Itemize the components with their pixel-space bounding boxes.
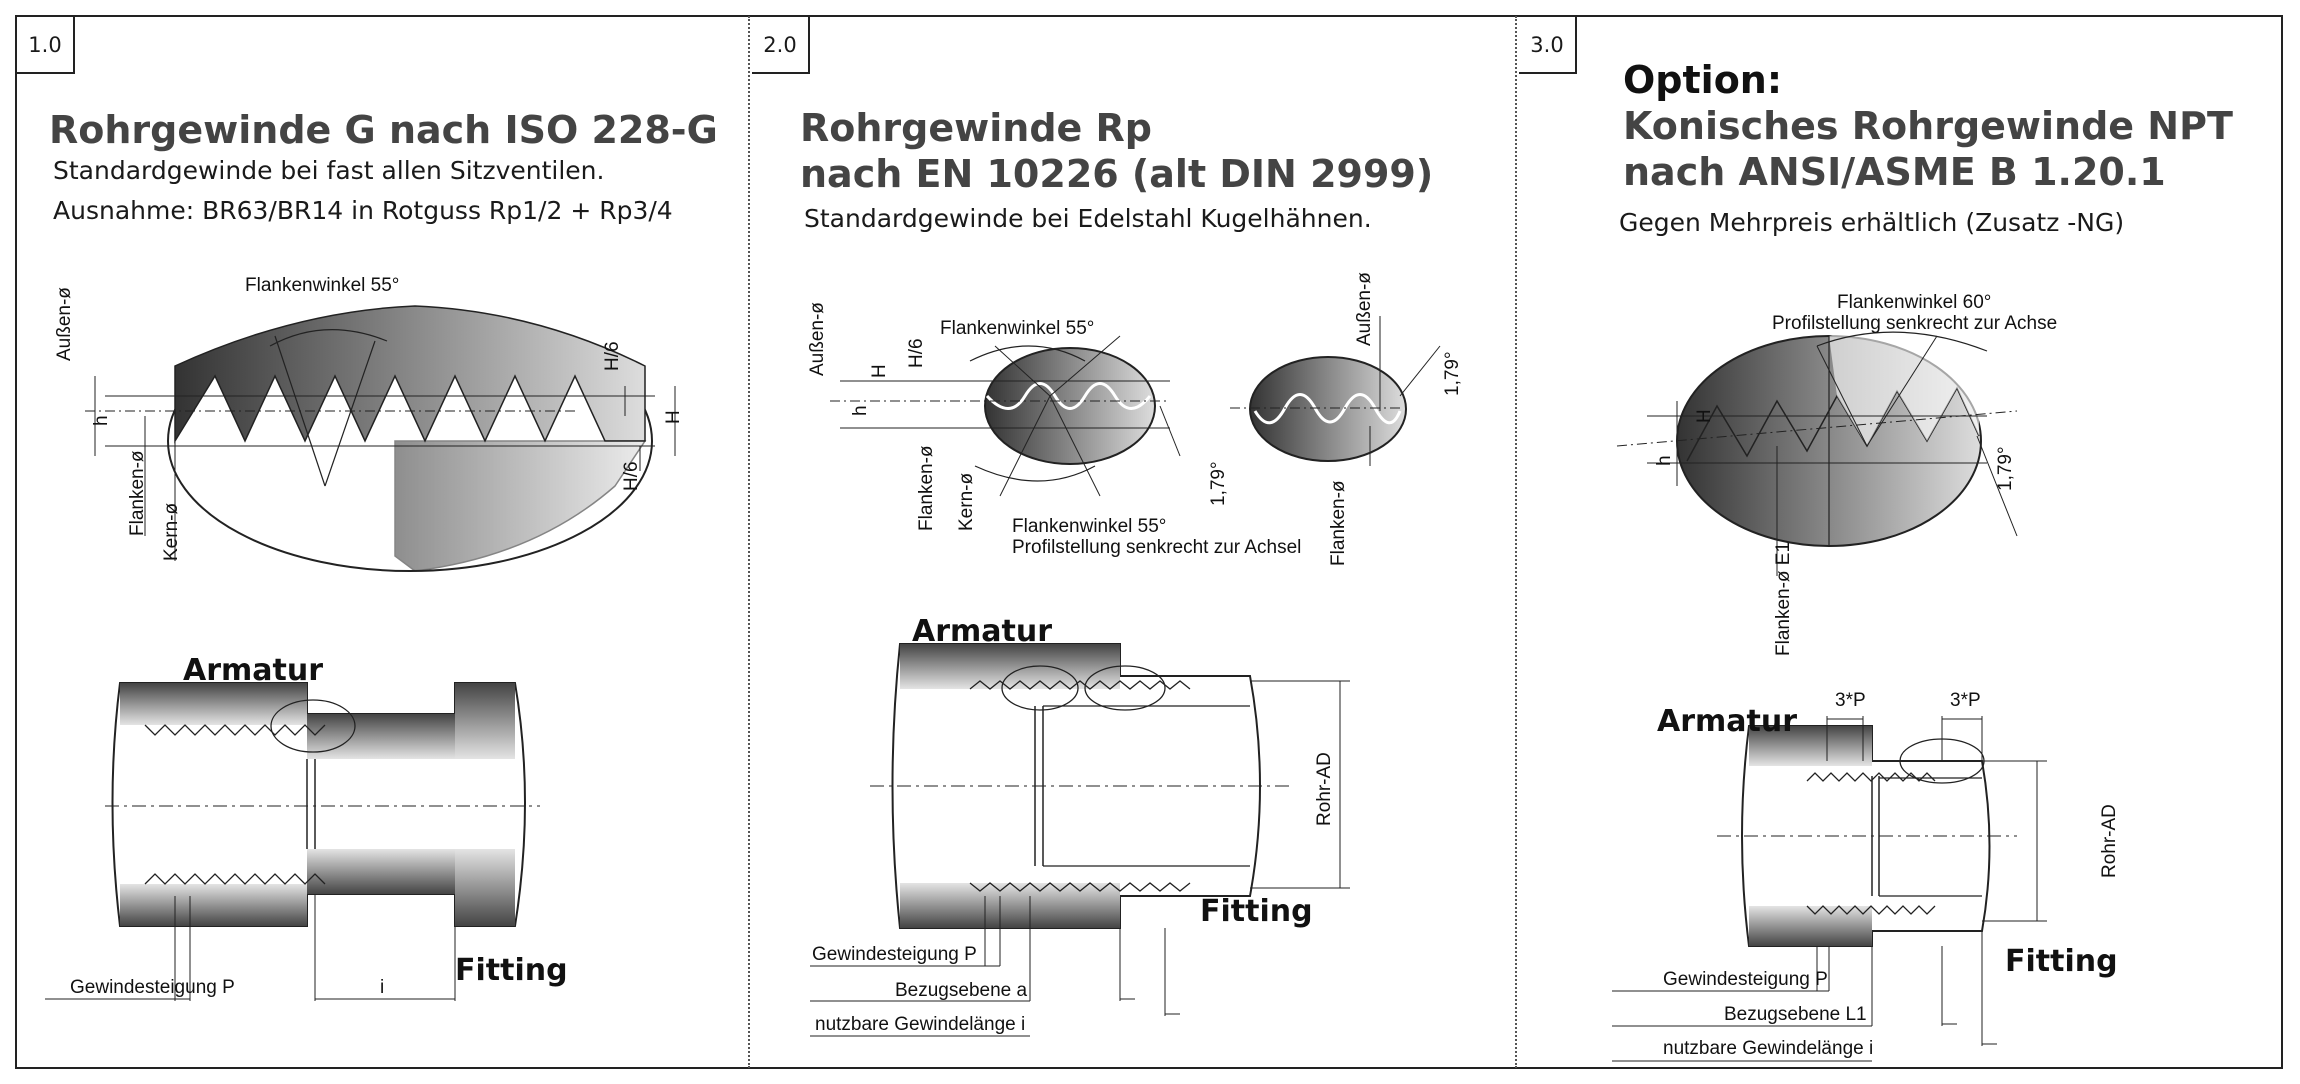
- label-core-diameter: Kern-ø: [161, 503, 182, 561]
- panel-npt: 3.0 Option: Konisches Rohrgewinde NPT na…: [1517, 16, 2283, 1068]
- outer-frame: [15, 15, 2283, 1069]
- label-rohr-ad: Rohr-AD: [1314, 752, 1335, 826]
- label-flank-angle-bottom: Flankenwinkel 55°: [1012, 516, 1166, 537]
- label-h6-top: H/6: [602, 341, 623, 371]
- label-rohr-ad: Rohr-AD: [2099, 804, 2120, 878]
- fitting-cross-section: [1612, 716, 2047, 1062]
- label-reference-plane: Bezugsebene a: [895, 980, 1027, 1001]
- label-H: H: [1694, 409, 1715, 423]
- label-flank-diameter: Flanken-ø: [916, 445, 937, 531]
- thread-detail-ellipse: [85, 305, 676, 572]
- iso-228-drawings: Flankenwinkel 55° Außen-ø h Flanken-ø Ke…: [45, 275, 684, 1001]
- fitting-cross-section: [810, 643, 1350, 1037]
- label-armatur: Armatur: [912, 614, 1053, 649]
- label-taper-2: 1,79°: [1442, 351, 1463, 396]
- label-flank-diameter-e1: Flanken-ø E1: [1773, 542, 1794, 656]
- panel-en-10226: 2.0 Rohrgewinde Rp nach EN 10226 (alt DI…: [750, 16, 1515, 1068]
- panel-title-line-2: Konisches Rohrgewinde NPT: [1623, 104, 2233, 148]
- label-h: h: [850, 405, 871, 416]
- thread-detail-left: [830, 335, 1181, 497]
- label-profile: Profilstellung senkrecht zur Achsel: [1012, 537, 1301, 558]
- label-flank-angle: Flankenwinkel 55°: [245, 275, 399, 296]
- npt-drawings: Flankenwinkel 60° Profilstellung senkrec…: [1612, 292, 2120, 1062]
- label-armatur: Armatur: [183, 653, 324, 688]
- label-fitting: Fitting: [455, 953, 568, 988]
- panel-subtitle-line-2: Ausnahme: BR63/BR14 in Rotguss Rp1/2 + R…: [53, 196, 673, 225]
- label-flank-diameter: Flanken-ø: [127, 450, 148, 536]
- panel-title-line-1: Option:: [1623, 58, 1783, 102]
- label-outer-diameter: Außen-ø: [807, 302, 828, 376]
- panel-subtitle-line-1: Standardgewinde bei fast allen Sitzventi…: [53, 156, 605, 185]
- label-armatur: Armatur: [1657, 704, 1798, 739]
- panel-divider-2: [1515, 16, 1517, 1068]
- panel-title-line-1: Rohrgewinde Rp: [800, 106, 1152, 150]
- label-taper-1: 1,79°: [1208, 461, 1229, 506]
- panel-number: 2.0: [752, 16, 810, 74]
- label-pitch: Gewindesteigung P: [812, 944, 977, 965]
- panel-number: 3.0: [1519, 16, 1577, 74]
- label-fitting: Fitting: [2005, 944, 2118, 979]
- label-h: h: [1654, 455, 1675, 466]
- label-h6-bottom: H/6: [621, 461, 642, 491]
- label-h: h: [91, 415, 112, 426]
- thread-detail-right: [1230, 316, 1441, 466]
- label-reference-plane: Bezugsebene L1: [1724, 1004, 1867, 1025]
- label-flank-diameter-right: Flanken-ø: [1328, 480, 1349, 566]
- panel-divider-1: [748, 16, 750, 1068]
- panel-subtitle: Standardgewinde bei Edelstahl Kugelhähne…: [804, 204, 1372, 233]
- en-10226-drawings: Flankenwinkel 55° Außen-ø H H/6 h Flanke…: [807, 272, 1463, 1037]
- label-3p-left: 3*P: [1835, 690, 1866, 711]
- label-usable-length: nutzbare Gewindelänge i: [815, 1014, 1025, 1035]
- panel-iso-228: 1.0 Rohrgewinde G nach ISO 228-G Standar…: [15, 16, 748, 1068]
- panel-title-line-2: nach EN 10226 (alt DIN 2999): [800, 152, 1434, 196]
- panel-number: 1.0: [17, 16, 75, 74]
- label-pitch: Gewindesteigung P: [1663, 969, 1828, 990]
- panel-title: Rohrgewinde G nach ISO 228-G: [49, 108, 718, 152]
- label-flank-angle: Flankenwinkel 60°: [1837, 292, 1991, 313]
- label-pitch: Gewindesteigung P: [70, 977, 235, 998]
- label-outer-diameter-right: Außen-ø: [1354, 272, 1375, 346]
- label-i: i: [380, 977, 384, 998]
- label-H: H: [869, 364, 890, 378]
- label-usable-length: nutzbare Gewindelänge i: [1663, 1038, 1873, 1059]
- fitting-cross-section: [45, 682, 540, 1001]
- label-H: H: [663, 410, 684, 424]
- label-h6: H/6: [906, 338, 927, 368]
- thread-detail-ellipse: [1616, 328, 2018, 576]
- label-outer-diameter: Außen-ø: [54, 287, 75, 361]
- label-taper: 1,79°: [1995, 446, 2016, 491]
- label-3p-right: 3*P: [1950, 690, 1981, 711]
- label-core-diameter: Kern-ø: [956, 473, 977, 531]
- label-fitting: Fitting: [1200, 894, 1313, 929]
- label-flank-angle-top: Flankenwinkel 55°: [940, 318, 1094, 339]
- label-profile: Profilstellung senkrecht zur Achse: [1772, 313, 2057, 334]
- panel-title-line-3: nach ANSI/ASME B 1.20.1: [1623, 150, 2166, 194]
- panel-subtitle: Gegen Mehrpreis erhältlich (Zusatz -NG): [1619, 208, 2125, 237]
